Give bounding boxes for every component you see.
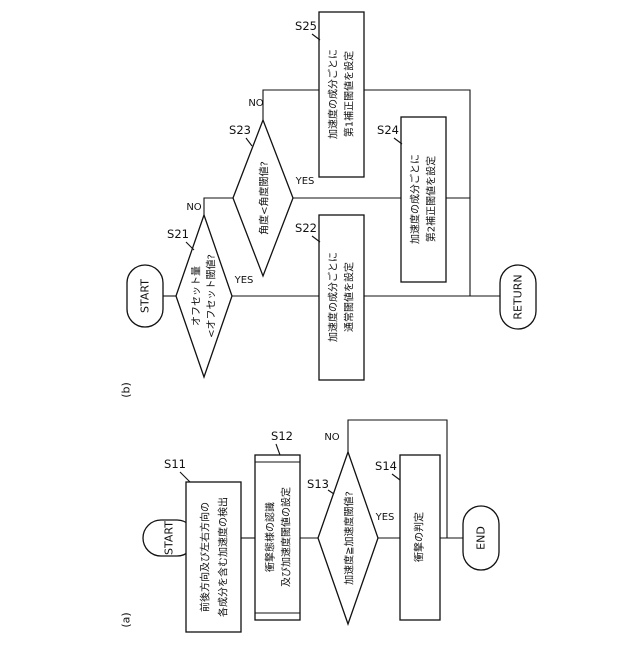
s11-text-line1: 前後方向及び左右方向の (199, 502, 212, 612)
s23-text: 角度<角度閾値? (258, 161, 271, 235)
s23-yes-label: YES (295, 176, 315, 187)
start-label-a: START (163, 521, 176, 555)
s21-step-label: S21 (167, 227, 189, 241)
s13-step-label: S13 (307, 477, 329, 491)
s25-text-line1: 加速度の成分ごとに (327, 49, 340, 139)
s14-leader (392, 474, 400, 480)
s25-step-label: S25 (295, 19, 317, 33)
s23-leader (246, 138, 252, 146)
s13-leader (328, 490, 334, 494)
start-label-b: START (139, 279, 152, 313)
s24-text-line1: 加速度の成分ごとに (409, 154, 422, 244)
panel-b-label: (b) (120, 382, 133, 398)
s12-text-line2: 及び加速度閾値の設定 (280, 487, 293, 587)
s24-step-label: S24 (377, 123, 399, 137)
s22-step-label: S22 (295, 221, 317, 235)
panel-a: START 前後方向及び左右方向の 各成分を含む加速度の検出 S11 衝撃態様の… (120, 420, 500, 632)
s13-text: 加速度≧加速度閾値? (343, 491, 356, 585)
s25-text-line2: 第1補正閾値を設定 (343, 51, 356, 137)
s22-text-line1: 加速度の成分ごとに (327, 252, 340, 342)
s11-text-line2: 各成分を含む加速度の検出 (217, 497, 230, 617)
s21-text-line1: オフセット量 (191, 266, 203, 326)
s13-yes-label: YES (375, 512, 395, 523)
s12-text-line1: 衝撃態様の認識 (264, 502, 277, 572)
process-box-s12 (255, 455, 300, 620)
s11-leader (180, 472, 190, 482)
process-box-s25 (319, 12, 364, 177)
s11-step-label: S11 (164, 457, 186, 471)
s14-text: 衝撃の判定 (413, 512, 426, 562)
s23-step-label: S23 (229, 123, 251, 137)
s24-text-line2: 第2補正閾値を設定 (425, 156, 438, 242)
s21-text-line2: <オフセット閾値? (205, 254, 218, 338)
s13-no-label: NO (324, 432, 339, 443)
s12-step-label: S12 (271, 429, 293, 443)
return-label-b: RETURN (512, 274, 525, 319)
s23-no-label: NO (248, 98, 263, 109)
end-label-a: END (475, 526, 488, 550)
s14-step-label: S14 (375, 459, 397, 473)
process-box-s11 (186, 482, 241, 632)
s21-yes-label: YES (234, 275, 254, 286)
process-box-s22 (319, 215, 364, 380)
panel-a-label: (a) (120, 612, 133, 627)
panel-b: START オフセット量 <オフセット閾値? S21 YES NO 加速度の成分… (120, 12, 537, 398)
s22-text-line2: 通常閾値を設定 (343, 262, 356, 332)
s21-no-label: NO (186, 202, 201, 213)
s12-leader (276, 444, 280, 455)
process-box-s24 (401, 117, 446, 282)
